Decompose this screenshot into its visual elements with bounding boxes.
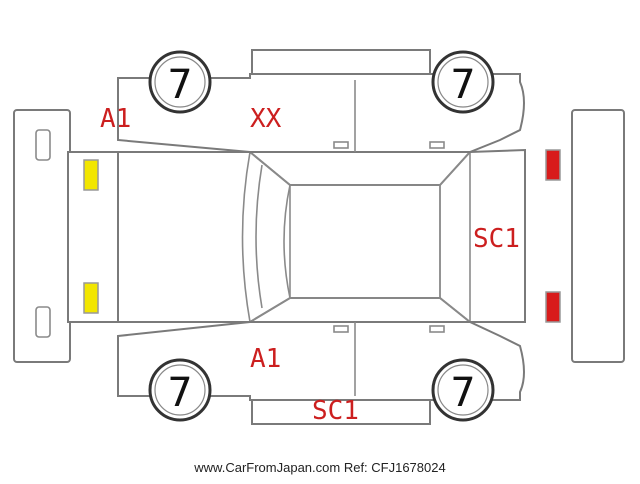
right-side-view (117, 321, 525, 425)
damage-code-right-side-sill: SC1 (312, 396, 359, 426)
headlights (83, 159, 99, 314)
taillight-right (545, 291, 561, 323)
left-side-view (117, 49, 525, 153)
tire-front-left: 7 (148, 50, 212, 114)
tire-front-right: 7 (148, 358, 212, 422)
tire-depth-front-right: 7 (167, 370, 192, 416)
footer-reference-text: www.CarFromJapan.com Ref: CFJ1678024 (193, 460, 445, 475)
rear-bumper (571, 109, 625, 363)
damage-code-rear-panel: SC1 (473, 224, 520, 254)
taillights (545, 149, 561, 323)
damage-code-left-front-door: XX (250, 104, 282, 134)
front-bumper (13, 109, 71, 363)
tire-depth-front-left: 7 (167, 62, 192, 108)
damage-code-right-front-fender: A1 (250, 344, 281, 374)
taillight-left (545, 149, 561, 181)
tire-depth-rear-right: 7 (450, 370, 475, 416)
tire-rear-left: 7 (431, 50, 495, 114)
headlight-right (83, 282, 99, 314)
tire-depth-rear-left: 7 (450, 62, 475, 108)
damage-code-front-left-fender: A1 (100, 104, 131, 134)
headlight-left (83, 159, 99, 191)
car-top-view (67, 148, 526, 324)
tire-rear-right: 7 (431, 358, 495, 422)
